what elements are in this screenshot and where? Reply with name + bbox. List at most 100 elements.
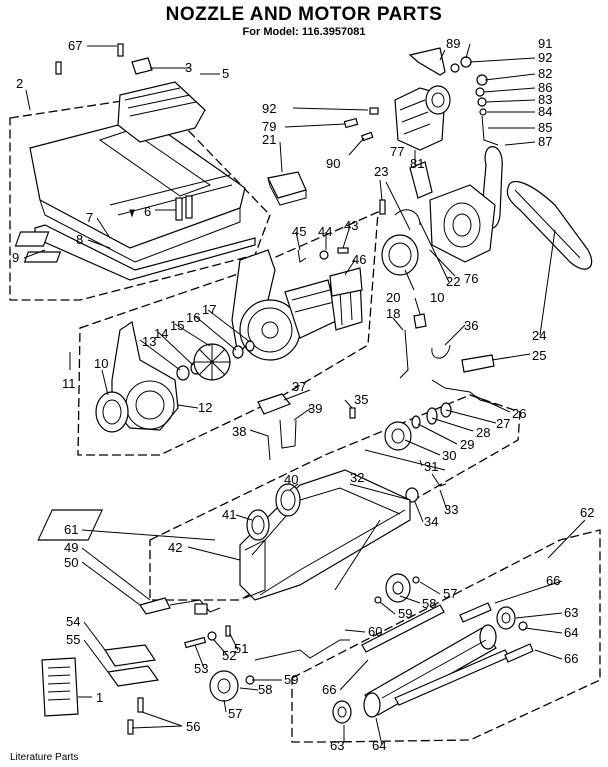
callout-84: 84 xyxy=(538,104,552,119)
ring-41 xyxy=(246,509,270,541)
headlight-lens xyxy=(14,231,50,247)
washer-92 xyxy=(450,63,460,73)
callout-9: 9 xyxy=(12,250,19,265)
power-wire xyxy=(399,329,409,379)
screw-67-b xyxy=(55,61,62,75)
bumper-pad-54 xyxy=(103,644,157,667)
callout-1: 1 xyxy=(96,690,103,705)
gasket-right xyxy=(381,234,419,276)
screw-44 xyxy=(319,250,329,260)
end-cap-left xyxy=(332,700,352,724)
callout-44: 44 xyxy=(318,224,332,239)
callout-58-right: 58 xyxy=(422,596,436,611)
pivot-rod xyxy=(481,115,499,146)
callout-60: 60 xyxy=(368,624,382,639)
front-axle-60 xyxy=(254,639,350,661)
callout-85: 85 xyxy=(538,120,552,135)
grommet xyxy=(413,313,427,329)
gasket-left xyxy=(95,391,129,433)
screw-67-a xyxy=(117,43,124,57)
headlight-lens-frame xyxy=(23,251,62,263)
washer-84 xyxy=(479,108,487,116)
callout-26: 26 xyxy=(512,406,526,421)
callout-49: 49 xyxy=(64,540,78,555)
callout-27: 27 xyxy=(496,416,510,431)
wire-clip xyxy=(297,249,307,263)
pedal-bracket xyxy=(194,603,208,615)
callout-67: 67 xyxy=(68,38,82,53)
callout-14: 14 xyxy=(154,326,168,341)
callout-34: 34 xyxy=(424,514,438,529)
callout-57-left: 57 xyxy=(228,706,242,721)
model-subtitle: For Model: 116.3957081 xyxy=(242,26,366,38)
washer-28 xyxy=(426,407,438,425)
callout-50: 50 xyxy=(64,555,78,570)
spring-39 xyxy=(279,419,297,449)
callout-6: 6 xyxy=(144,204,151,219)
callout-66-left: 66 xyxy=(322,682,336,697)
washer-86 xyxy=(475,87,485,97)
callout-20: 20 xyxy=(386,290,400,305)
latch-b xyxy=(185,195,193,219)
callout-56: 56 xyxy=(186,719,200,734)
screw-92-left xyxy=(369,107,379,115)
callout-36: 36 xyxy=(464,318,478,333)
callout-15: 15 xyxy=(170,318,184,333)
callout-29: 29 xyxy=(460,437,474,452)
front-wheel-left xyxy=(209,670,239,702)
switch-lever xyxy=(257,393,291,415)
page-title: NOZZLE AND MOTOR PARTS xyxy=(165,4,443,25)
callout-5: 5 xyxy=(222,66,229,81)
axle-31 xyxy=(364,449,446,471)
callout-66-top: 66 xyxy=(546,573,560,588)
callout-13: 13 xyxy=(142,334,156,349)
callout-57-right: 57 xyxy=(443,586,457,601)
callout-64-right: 64 xyxy=(564,625,578,640)
callout-77: 77 xyxy=(390,144,404,159)
end-cap-right xyxy=(496,606,516,630)
height-adjust-lever xyxy=(461,354,495,373)
base-pan xyxy=(37,469,411,601)
callout-23: 23 xyxy=(374,164,388,179)
callout-79: 79 xyxy=(262,119,276,134)
callout-89: 89 xyxy=(446,36,460,51)
brushroll xyxy=(363,624,497,718)
callout-2: 2 xyxy=(16,76,23,91)
callout-22: 22 xyxy=(446,274,460,289)
callout-76: 76 xyxy=(464,271,478,286)
callout-87: 87 xyxy=(538,134,552,149)
brush-strip-d xyxy=(504,643,534,663)
literature-parts-label: Literature Parts xyxy=(10,752,78,763)
washer-91 xyxy=(460,56,472,68)
callout-7: 7 xyxy=(86,210,93,225)
motor-fan xyxy=(193,343,231,381)
pivot-38 xyxy=(261,433,271,461)
callout-41: 41 xyxy=(222,507,236,522)
callout-3: 3 xyxy=(185,60,192,75)
callout-64-left: 64 xyxy=(372,738,386,753)
bracket-33 xyxy=(431,473,447,487)
washer-59-right xyxy=(374,596,382,604)
callout-17: 17 xyxy=(202,302,216,317)
callout-58-left: 58 xyxy=(258,682,272,697)
callout-21: 21 xyxy=(262,132,276,147)
screw-43 xyxy=(337,247,349,254)
screw-56-a xyxy=(137,697,144,713)
callout-53: 53 xyxy=(194,661,208,676)
callout-83: 83 xyxy=(538,92,552,107)
callout-24: 24 xyxy=(532,328,546,343)
switch-housing xyxy=(394,85,451,151)
brush-strip-c xyxy=(459,602,492,623)
callout-81: 81 xyxy=(410,156,424,171)
rear-wheel xyxy=(384,421,412,451)
callout-10-left: 10 xyxy=(94,356,108,371)
callout-33: 33 xyxy=(444,502,458,517)
callout-51: 51 xyxy=(234,641,248,656)
callout-16: 16 xyxy=(186,310,200,325)
callout-40: 40 xyxy=(284,472,298,487)
front-wheel-right xyxy=(385,573,411,603)
hood-top-grip xyxy=(117,81,206,143)
callout-90: 90 xyxy=(326,156,340,171)
callout-32: 32 xyxy=(350,470,364,485)
